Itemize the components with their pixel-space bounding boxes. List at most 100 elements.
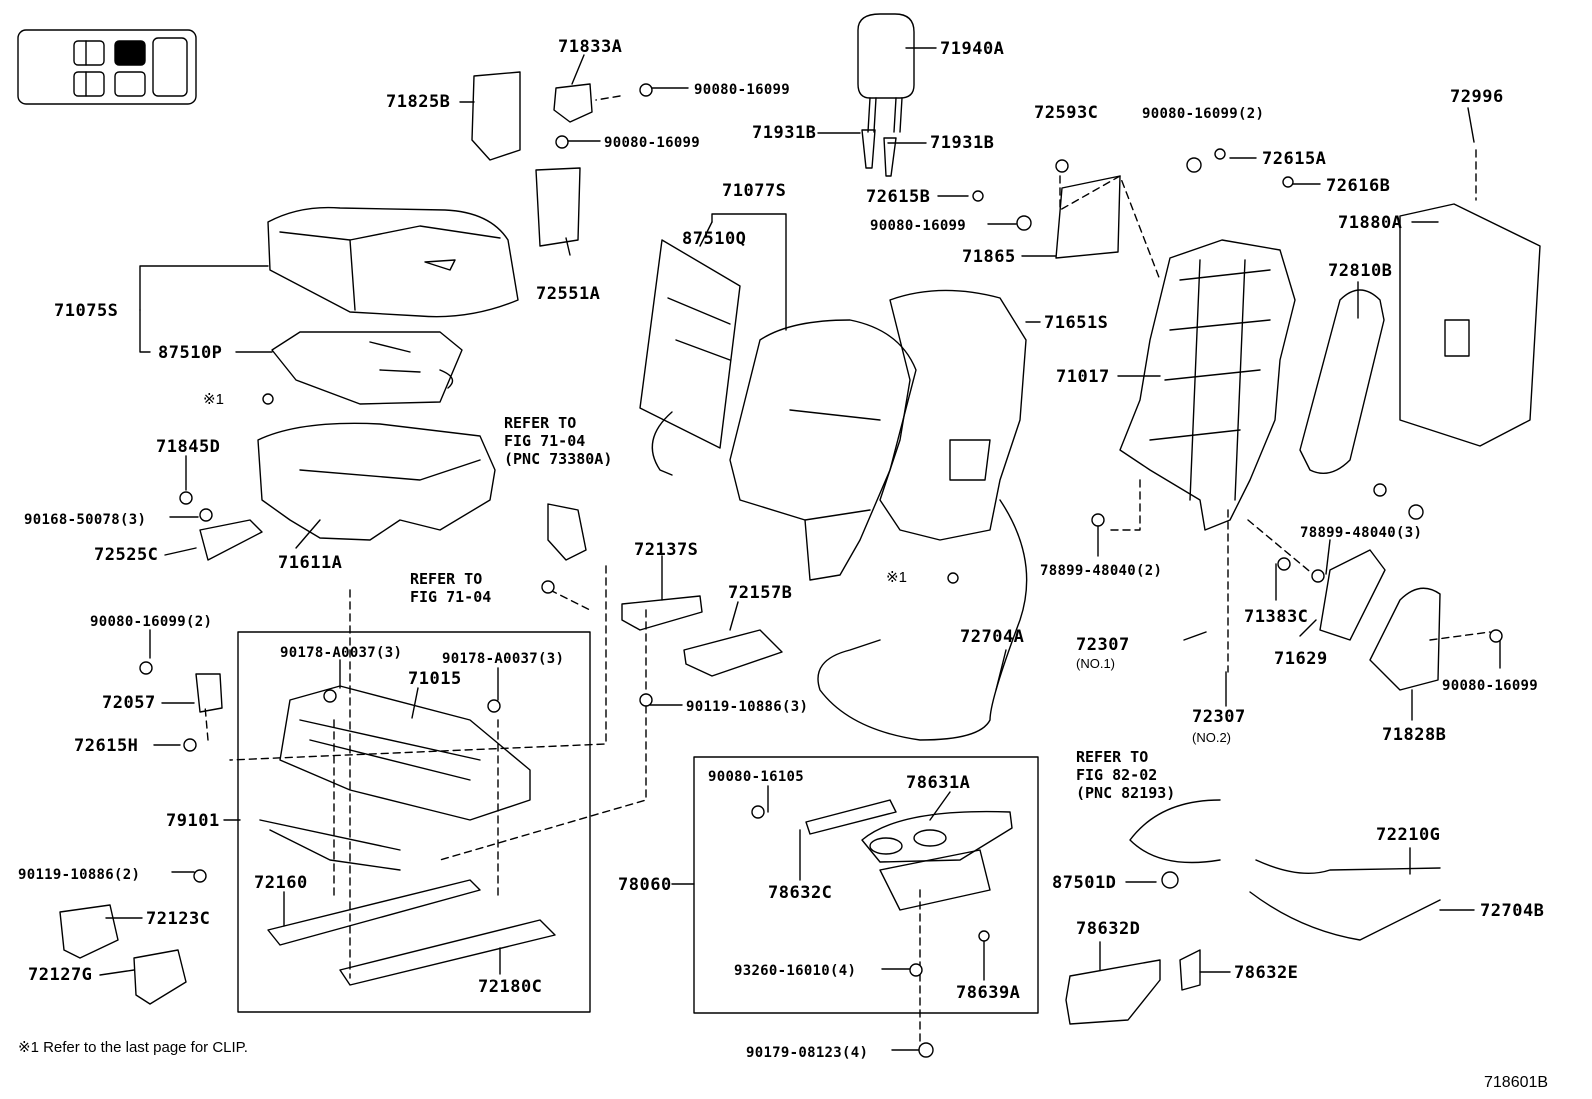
cover-72123c [59,904,119,959]
part-label-71015[interactable]: 71015 [408,669,462,689]
part-label-78060[interactable]: 78060 [618,875,672,895]
tray-72157b [683,629,783,677]
part-label-72996[interactable]: 72996 [1450,87,1504,107]
part-label-78632c[interactable]: 78632C [768,883,833,903]
seat-cushion-pad [257,422,496,541]
seatback-frame [1119,239,1296,531]
part-label-90080-16099-c[interactable]: 90080-16099 [870,218,967,234]
tray-72137s [621,595,703,631]
part-label-78899-48040-3[interactable]: 78899-48040(3) [1300,525,1423,541]
part-label-90178-a0037-b[interactable]: 90178-A0037(3) [442,651,565,667]
part-label-78632e[interactable]: 78632E [1234,963,1299,983]
part-label-71017[interactable]: 71017 [1056,367,1110,387]
part-label-90080-16099-a[interactable]: 90080-16099 [694,82,791,98]
cable-72704a [817,499,1028,741]
cover-71833a [553,83,593,123]
part-label-71931b-right[interactable]: 71931B [930,133,995,153]
part-label-71880a[interactable]: 71880A [1338,213,1403,233]
part-label-71075s[interactable]: 71075S [54,301,119,321]
cover-71629 [1319,549,1386,641]
part-label-71833a[interactable]: 71833A [558,37,623,57]
part-label-90179-08123[interactable]: 90179-08123(4) [746,1045,869,1061]
part-label-90080-16099-2-left[interactable]: 90080-16099(2) [90,614,213,630]
part-label-71865[interactable]: 71865 [962,247,1016,267]
part-label-72551a[interactable]: 72551A [536,284,601,304]
part-label-72615b[interactable]: 72615B [866,187,931,207]
part-label-72307-no1[interactable]: 72307 [1076,635,1130,655]
seatback-heater [639,239,741,476]
part-label-72704a[interactable]: 72704A [960,627,1025,647]
part-label-72525c[interactable]: 72525C [94,545,159,565]
part-label-71940a[interactable]: 71940A [940,39,1005,59]
leader-lines [99,47,1501,1051]
part-label-71651s[interactable]: 71651S [1044,313,1109,333]
part-label-72157b[interactable]: 72157B [728,583,793,603]
part-label-79101[interactable]: 79101 [166,811,220,831]
figure-number: 718601B [1484,1074,1549,1091]
part-label-71077s[interactable]: 71077S [722,181,787,201]
part-label-71825b[interactable]: 71825B [386,92,451,112]
label-no2: (NO.2) [1192,730,1231,745]
part-label-72615a[interactable]: 72615A [1262,149,1327,169]
guide-lines [204,95,1491,1051]
part-label-72137s[interactable]: 72137S [634,540,699,560]
part-label-90080-16099-right[interactable]: 90080-16099 [1442,678,1539,694]
part-label-71383c[interactable]: 71383C [1244,607,1309,627]
part-label-72160[interactable]: 72160 [254,873,308,893]
cable-72210g [1249,859,1441,941]
part-label-90080-16099-b[interactable]: 90080-16099 [604,135,701,151]
part-label-78899-48040-2[interactable]: 78899-48040(2) [1040,563,1163,579]
part-label-71931b-left[interactable]: 71931B [752,123,817,143]
lever-ref [547,503,587,561]
part-label-72180c[interactable]: 72180C [478,977,543,997]
cupholder-group-box [693,756,1039,1014]
cup-holder [805,799,1013,911]
part-label-72123c[interactable]: 72123C [146,909,211,929]
part-label-72593c[interactable]: 72593C [1034,103,1099,123]
part-label-78631a[interactable]: 78631A [906,773,971,793]
part-label-71629[interactable]: 71629 [1274,649,1328,669]
part-label-90168-50078[interactable]: 90168-50078(3) [24,512,147,528]
part-label-72810b[interactable]: 72810B [1328,261,1393,281]
seat-rails [267,879,556,986]
part-label-78639a[interactable]: 78639A [956,983,1021,1003]
part-label-72210g[interactable]: 72210G [1376,825,1441,845]
armrest-pad [1299,289,1385,474]
part-label-90178-a0037-a[interactable]: 90178-A0037(3) [280,645,403,661]
part-label-72307-no2[interactable]: 72307 [1192,707,1246,727]
cover-72525c [199,519,263,561]
bracket-78632e [1179,949,1201,991]
bracket-78632d [1065,959,1161,1025]
seat-cushion-cover [267,206,519,318]
seat-position-indicator [17,29,197,105]
part-label-71611a[interactable]: 71611A [278,553,343,573]
part-label-72704b[interactable]: 72704B [1480,901,1545,921]
refer-note-fig-71-04: REFER TO FIG 71-04 [410,570,492,606]
frame-group-box [237,631,591,1013]
part-label-72615h[interactable]: 72615H [74,736,139,756]
part-label-87510q[interactable]: 87510Q [682,229,747,249]
seatback-cover [729,319,917,581]
part-label-93260-16010[interactable]: 93260-16010(4) [734,963,857,979]
part-label-87501d[interactable]: 87501D [1052,873,1117,893]
part-label-90119-10886-2[interactable]: 90119-10886(2) [18,867,141,883]
part-label-87510p[interactable]: 87510P [158,343,223,363]
seat-heater [271,331,463,405]
fasteners [139,83,1503,1058]
part-label-90080-16105[interactable]: 90080-16105 [708,769,805,785]
part-label-72057[interactable]: 72057 [102,693,156,713]
cover-71825b [471,71,521,161]
seatback-board [1399,203,1541,447]
part-label-71845d[interactable]: 71845D [156,437,221,457]
cable-87501d [1129,799,1221,864]
refer-note-fig-82-02: REFER TO FIG 82-02 (PNC 82193) [1076,748,1176,802]
part-label-90119-10886-3[interactable]: 90119-10886(3) [686,699,809,715]
part-label-78632d[interactable]: 78632D [1076,919,1141,939]
panel-71865 [1055,175,1121,259]
part-label-72616b[interactable]: 72616B [1326,176,1391,196]
part-label-72127g[interactable]: 72127G [28,965,93,985]
cover-71828b [1369,587,1441,691]
part-label-71828b[interactable]: 71828B [1382,725,1447,745]
headrest [857,13,915,177]
part-label-90080-16099-2-top[interactable]: 90080-16099(2) [1142,106,1265,122]
